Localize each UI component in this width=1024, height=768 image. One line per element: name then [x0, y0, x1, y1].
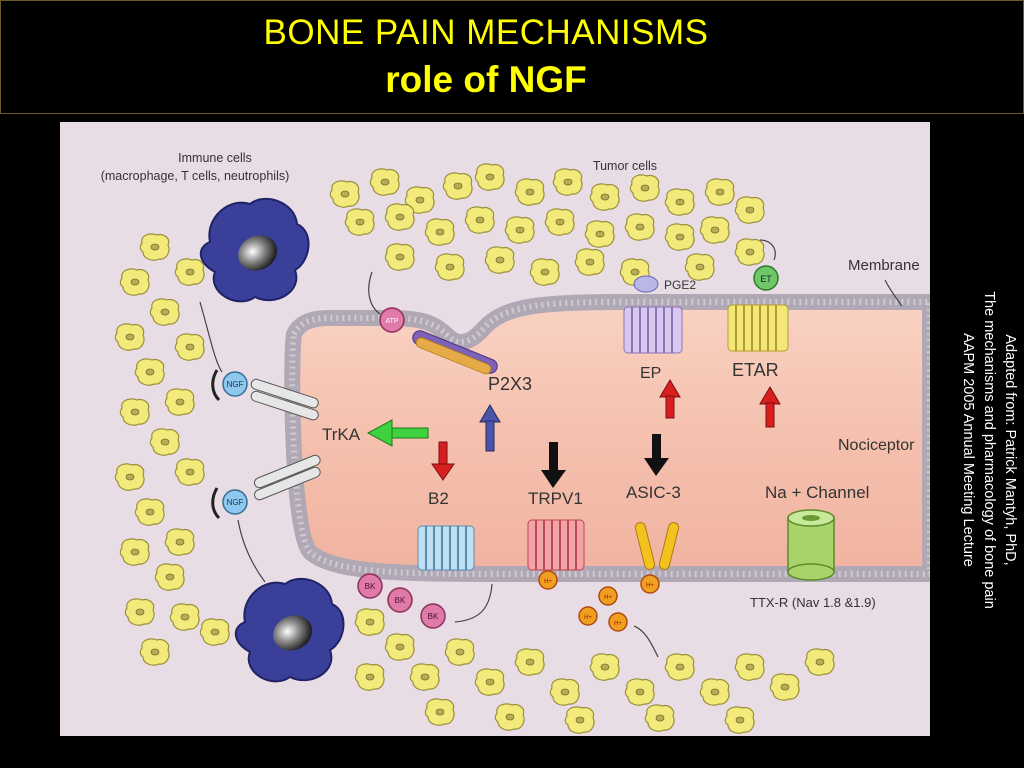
slide-subtitle: role of NGF	[385, 59, 587, 100]
h-ion-1: H+	[538, 570, 558, 590]
tumor-to-et-arrow	[759, 239, 776, 261]
ep-receptor	[623, 306, 683, 354]
green-arrow-to-trka	[366, 419, 429, 447]
immune-cells-label: Immune cells	[178, 151, 252, 165]
asic3-channel	[634, 522, 680, 570]
membrane-pointer	[884, 279, 903, 307]
membrane-label: Membrane	[848, 257, 920, 274]
credit-line-3: AAPM 2005 Annual Meeting Lecture	[960, 333, 976, 567]
trpv1-label: TRPV1	[528, 489, 583, 508]
h-ion-3: H+	[598, 586, 618, 606]
bone-pain-diagram: Immune cells (macrophage, T cells, neutr…	[101, 151, 930, 734]
bone-cells-bottom	[354, 608, 835, 734]
black-arrow-trpv1	[541, 442, 566, 488]
na-channel-label: Na + Channel	[765, 483, 869, 502]
atp-molecule: ATP	[379, 307, 405, 333]
trpv1-channel	[527, 519, 585, 571]
slide-title: BONE PAIN MECHANISMS	[263, 13, 709, 52]
macrophage-bottom	[234, 577, 345, 683]
red-arrow-b2	[431, 441, 455, 481]
ngf-trka-receptor-top: NGF	[211, 369, 319, 421]
svg-text:NGF: NGF	[227, 498, 244, 507]
credit-block: Adapted from: Patrick Mantyh, PhD, The m…	[950, 160, 1020, 740]
tumor-cells-label: Tumor cells	[593, 159, 657, 173]
macrophage-top	[199, 197, 310, 303]
trka-label: TrKA	[322, 425, 361, 444]
na-channel	[787, 509, 835, 581]
tumor-to-atp-arrow	[368, 271, 381, 315]
et-molecule: ET	[753, 265, 779, 291]
svg-text:H+: H+	[604, 595, 612, 601]
h-ion-2: H+	[640, 574, 660, 594]
svg-text:ET: ET	[760, 274, 772, 284]
pge2-molecule	[633, 275, 659, 293]
immune-types-label: (macrophage, T cells, neutrophils)	[101, 169, 290, 183]
h-ion-4: H+	[608, 612, 628, 632]
pge2-label: PGE2	[664, 278, 696, 292]
svg-text:ATP: ATP	[385, 318, 398, 325]
svg-text:H+: H+	[544, 579, 552, 585]
ttxr-label: TTX-R (Nav 1.8 &1.9)	[750, 595, 876, 610]
ngf-trka-receptor-bottom: NGF	[211, 454, 321, 520]
bk-arrow	[454, 583, 493, 623]
bone-cells-left	[114, 233, 230, 666]
nociceptor-label: Nociceptor	[838, 437, 915, 454]
b2-receptor	[417, 525, 475, 571]
credit-line-1: Adapted from: Patrick Mantyh, PhD,	[1002, 334, 1018, 566]
credit-text: Adapted from: Patrick Mantyh, PhD, The m…	[950, 160, 1020, 740]
p2x3-receptor	[412, 330, 498, 375]
diagram-panel: Immune cells (macrophage, T cells, neutr…	[60, 122, 930, 736]
acid-arrow	[633, 625, 659, 658]
etar-label: ETAR	[732, 360, 779, 380]
svg-text:BK: BK	[395, 596, 406, 605]
svg-text:NGF: NGF	[227, 380, 244, 389]
svg-text:BK: BK	[365, 582, 376, 591]
bk-molecule-2: BK	[387, 587, 413, 613]
credit-line-2: The mechanisms and pharmacology of bone …	[981, 291, 997, 609]
red-arrow-etar	[759, 386, 781, 428]
svg-text:H+: H+	[646, 583, 654, 589]
red-arrow-ep	[659, 379, 681, 419]
blue-arrow-p2x3	[479, 404, 501, 452]
bk-molecule-1: BK	[357, 573, 383, 599]
b2-label: B2	[428, 489, 449, 508]
h-ion-5: H+	[578, 606, 598, 626]
svg-text:H+: H+	[614, 621, 622, 627]
p2x3-label: P2X3	[488, 374, 532, 394]
asic3-label: ASIC-3	[626, 483, 681, 502]
svg-text:BK: BK	[428, 612, 439, 621]
title-bar: BONE PAIN MECHANISMS role of NGF	[0, 0, 1024, 114]
immune-arrow-top	[199, 301, 223, 373]
tumor-cells	[329, 163, 765, 286]
nociceptor-membrane	[284, 294, 930, 582]
black-arrow-asic3	[644, 434, 669, 476]
bk-molecule-3: BK	[420, 603, 446, 629]
ep-label: EP	[640, 365, 661, 382]
immune-arrow-bottom	[237, 519, 266, 583]
etar-receptor	[727, 304, 789, 352]
svg-text:H+: H+	[584, 615, 592, 621]
